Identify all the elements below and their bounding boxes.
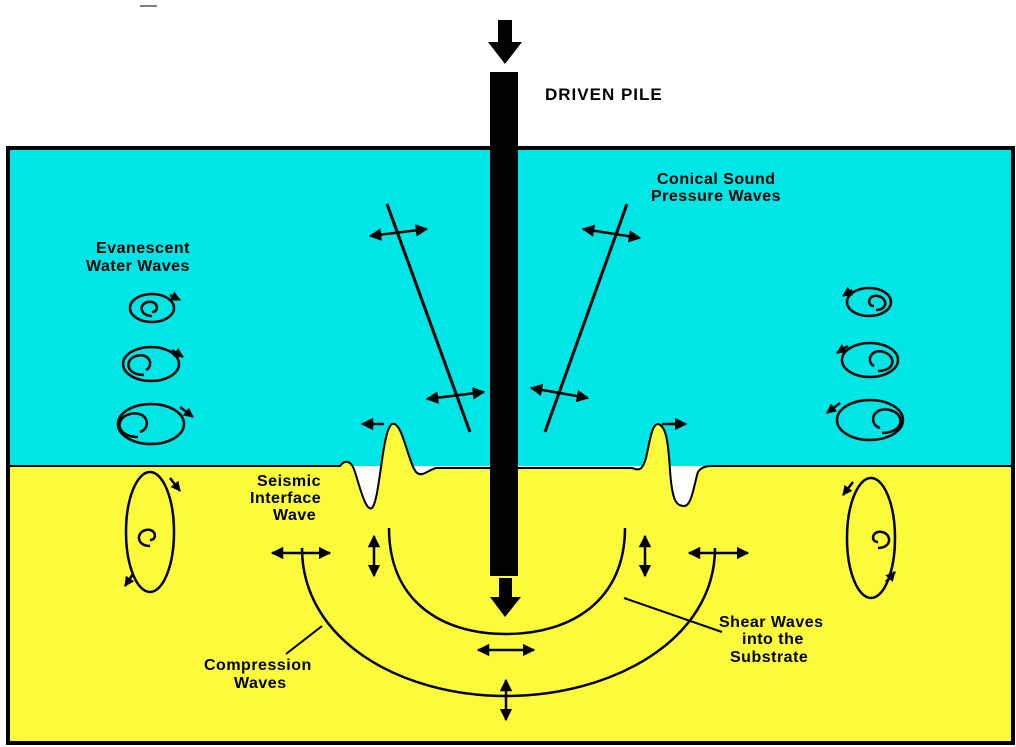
seismic-label-line2: Interface bbox=[250, 490, 321, 507]
conical-arrow-lower-right bbox=[529, 383, 590, 403]
compression-label-line1: Compression bbox=[204, 657, 312, 674]
shear-label-line3: Substrate bbox=[730, 649, 808, 666]
conical-waves-label-line1: Conical Sound bbox=[657, 171, 776, 188]
evanescent-spiral-left-2 bbox=[121, 345, 184, 383]
seismic-label-line1: Seismic bbox=[257, 473, 321, 490]
evanescent-spiral-right-3 bbox=[826, 398, 905, 442]
pile-drive-arrow-bottom bbox=[490, 578, 521, 617]
substrate-ellipse-left bbox=[123, 470, 181, 594]
evanescent-label-line2: Water Waves bbox=[86, 258, 190, 275]
evanescent-spiral-left-1 bbox=[128, 291, 181, 324]
evanescent-spiral-left-3 bbox=[116, 402, 194, 446]
seismic-label-line3: Wave bbox=[273, 507, 316, 524]
shear-label-line1: Shear Waves bbox=[719, 614, 824, 631]
conical-arrow-lower-left bbox=[425, 387, 486, 404]
shear-leader-line bbox=[623, 597, 723, 633]
substrate-ellipse-right bbox=[842, 476, 897, 600]
shear-wave-arc bbox=[387, 527, 627, 636]
conical-arrow-upper-right bbox=[581, 224, 642, 243]
driven-pile bbox=[490, 72, 518, 576]
evanescent-label-line1: Evanescent bbox=[96, 240, 190, 257]
evanescent-spiral-right-1 bbox=[842, 286, 893, 318]
driven-pile-label: DRIVEN PILE bbox=[545, 85, 663, 104]
conical-waves-label-line2: Pressure Waves bbox=[651, 188, 781, 205]
pile-drive-arrow-top bbox=[488, 20, 522, 64]
conical-arrow-upper-left bbox=[368, 224, 429, 241]
shear-label-line2: into the bbox=[742, 631, 804, 648]
evanescent-spiral-right-2 bbox=[836, 341, 900, 379]
compression-leader-line bbox=[285, 625, 323, 655]
compression-label-line2: Waves bbox=[234, 675, 287, 692]
